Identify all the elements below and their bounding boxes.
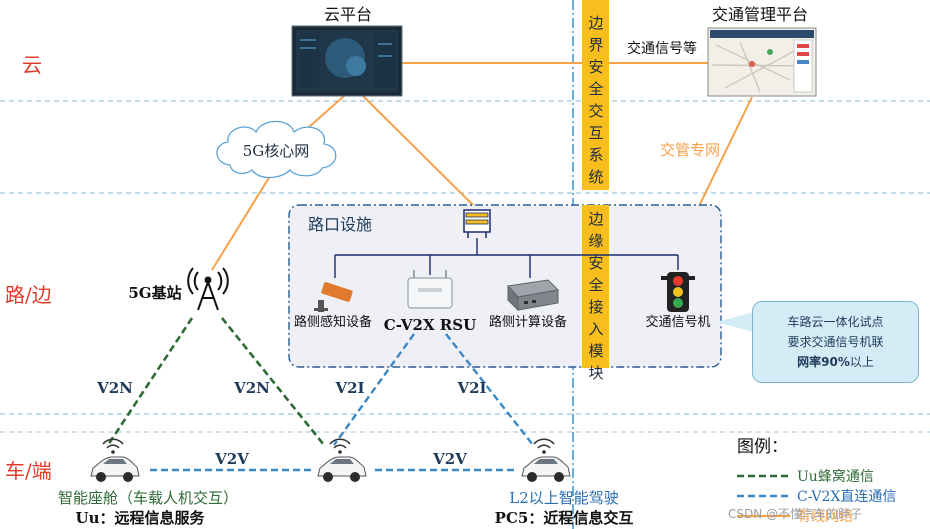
traffic-private-net-label: 交管专网 <box>660 141 720 159</box>
layer-label-road: 路/边 <box>5 283 52 307</box>
legend-title: 图例： <box>737 437 788 457</box>
boundary-security-char: 互 <box>588 124 603 142</box>
edge-access-char: 接 <box>588 298 603 316</box>
intersection-label: 路口设施 <box>308 215 372 234</box>
roadside-sensor-label: 路侧感知设备 <box>294 314 372 330</box>
edge-access-char: 模 <box>588 342 603 360</box>
car-left-icon <box>90 438 140 482</box>
direct-links <box>150 333 534 472</box>
compute-device-icon <box>507 279 560 312</box>
roadside-compute-label: 路侧计算设备 <box>489 314 567 330</box>
edge-access-char: 全 <box>588 276 603 294</box>
intersection-bus <box>334 238 679 278</box>
traffic-platform-screen <box>707 27 817 97</box>
edge-security-bar-overlay <box>582 205 609 368</box>
intersection-frame <box>288 204 722 368</box>
callout-tail <box>716 312 754 332</box>
car-middle-icon <box>317 438 367 482</box>
callout-line-3-rest: 以上 <box>849 355 874 369</box>
edge-access-char: 块 <box>588 364 603 382</box>
boundary-security-char: 全 <box>588 80 603 98</box>
car-right-icon <box>521 438 571 482</box>
v2i-left-line <box>333 333 415 446</box>
boundary-security-char: 边 <box>588 14 603 32</box>
layer-label-vehicle: 车/端 <box>5 459 52 483</box>
v2n-right-line <box>220 317 326 446</box>
legend-other-label: 有线网络 <box>797 509 853 525</box>
edge-access-char: 缘 <box>588 232 603 250</box>
edge-access-char: 边 <box>588 210 603 228</box>
boundary-security-bar <box>582 0 609 190</box>
legend-uu-label: Uu蜂窝通信 <box>797 468 874 485</box>
switch-icon <box>463 209 491 238</box>
callout-line-3-bold: 网率90% <box>797 355 850 369</box>
camera-icon <box>314 282 353 312</box>
left-vehicle-title: 智能座舱（车载人机交互） <box>58 489 238 507</box>
traffic-signal-label: 交通信号机 <box>645 314 710 330</box>
boundary-security-char: 交 <box>588 102 603 120</box>
callout-box: 车路云一体化试点 要求交通信号机联 网率90%以上 <box>752 301 919 383</box>
right-vehicle-subtitle: PC5：近程信息交互 <box>495 509 634 527</box>
core-network-label: 5G核心网 <box>243 142 310 160</box>
boundary-security-char: 界 <box>588 36 603 54</box>
left-vehicle-subtitle: Uu：远程信息服务 <box>76 509 206 527</box>
base-station-label: 5G基站 <box>128 284 181 302</box>
vehicles-group <box>90 438 571 482</box>
v2n-left-label: V2N <box>96 379 133 397</box>
edge-access-char: 安 <box>588 254 603 272</box>
base-station-icon <box>187 267 229 311</box>
link-core-basestation <box>211 175 271 271</box>
callout-line-3: 网率90%以上 <box>761 352 910 372</box>
boundary-security-char: 安 <box>588 58 603 76</box>
callout-line-1: 车路云一体化试点 <box>787 315 884 329</box>
core-network-cloud <box>216 120 337 179</box>
traffic-light-icon <box>661 272 695 312</box>
right-vehicle-title: L2以上智能驾驶 <box>509 489 619 507</box>
boundary-security-char: 统 <box>588 168 603 186</box>
link-cloud-intersection <box>362 95 477 209</box>
watermark: CSDN @不懂汽车的胖子 <box>728 507 863 521</box>
legend-cv2x-label: C-V2X直连通信 <box>797 488 896 505</box>
edge-access-char: 入 <box>588 320 603 338</box>
v2n-left-line <box>106 317 194 446</box>
signal-info-label: 交通信号等 <box>627 40 697 57</box>
v2v-right-label: V2V <box>432 450 467 468</box>
v2i-left-label: V2I <box>334 379 364 397</box>
boundary-security-char: 系 <box>588 146 603 164</box>
v2n-right-label: V2N <box>233 379 270 397</box>
v2i-right-line <box>445 333 534 446</box>
cloud-platform-screen <box>291 25 403 97</box>
cloud-platform-label: 云平台 <box>324 5 372 24</box>
layer-label-cloud: 云 <box>22 53 42 77</box>
rsu-device-icon <box>407 270 453 309</box>
v2v-left-label: V2V <box>214 450 249 468</box>
rsu-label: C-V2X RSU <box>384 316 476 334</box>
v2i-right-label: V2I <box>456 379 486 397</box>
callout-line-2: 要求交通信号机联 <box>787 335 884 349</box>
traffic-platform-label: 交通管理平台 <box>712 5 808 24</box>
uu-links <box>106 317 326 446</box>
